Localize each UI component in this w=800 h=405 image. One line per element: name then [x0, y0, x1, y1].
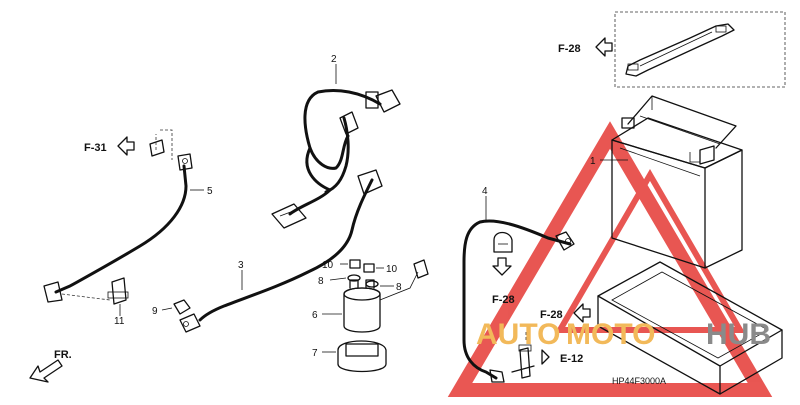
ref-label: F-28 — [492, 294, 515, 306]
bolt-top-left — [149, 134, 165, 157]
ref-label: E-12 — [560, 353, 583, 365]
leader-5: 5 — [190, 186, 213, 197]
part-number-10b: 10 — [386, 264, 398, 275]
watermark-part3: HUB — [706, 318, 771, 351]
part-number-9: 9 — [152, 306, 158, 317]
part-number-10: 10 — [322, 260, 334, 271]
nut-9: 9 — [152, 299, 191, 317]
front-label: FR. — [54, 349, 72, 361]
bolt-e12: E-12 — [511, 330, 583, 379]
starter-cable — [179, 169, 383, 333]
starter-relay: 6 — [312, 259, 429, 333]
negative-cable — [43, 129, 193, 303]
drawing-code: HP44F3000A — [612, 376, 666, 386]
part-number-7: 7 — [312, 348, 318, 359]
ref-label: F-28 — [540, 309, 563, 321]
ref-arrow-f28-tray: F-28 — [540, 303, 591, 323]
leader-3: 3 — [238, 260, 244, 290]
part-number-6: 6 — [312, 310, 318, 321]
positive-cable — [462, 219, 575, 383]
relay-holder: 7 — [312, 340, 387, 373]
watermark-part1: AUTO — [476, 318, 560, 351]
ref-arrow-f31: F-31 — [84, 136, 135, 156]
watermark-text: AUTO MOTO HUB — [476, 318, 771, 351]
front-arrow: FR. — [29, 349, 72, 383]
battery-tray — [597, 261, 783, 395]
battery-strap — [614, 11, 786, 88]
watermark-logo — [447, 121, 773, 397]
part-number-1: 1 — [590, 156, 596, 167]
bolt-11: 11 — [107, 277, 129, 327]
part-number-11: 11 — [114, 316, 125, 327]
part-number-4: 4 — [482, 186, 488, 197]
leader-2: 2 — [331, 54, 337, 84]
part-number-2: 2 — [331, 54, 337, 65]
relay-hardware: 10 10 8 8 — [318, 259, 402, 293]
wire-harness — [271, 89, 401, 229]
part-number-8: 8 — [318, 276, 324, 287]
battery — [611, 95, 743, 269]
ref-arrow-f28-mid: F-28 — [492, 257, 515, 306]
leader-1: 1 — [590, 156, 628, 167]
watermark-part2: MOTO — [566, 318, 655, 351]
part-number-3: 3 — [238, 260, 244, 271]
part-number-8b: 8 — [396, 282, 402, 293]
ref-label: F-31 — [84, 142, 107, 154]
ref-arrow-f28-top: F-28 — [558, 37, 613, 57]
leader-4: 4 — [482, 186, 488, 222]
part-number-5: 5 — [207, 186, 213, 197]
ref-label: F-28 — [558, 43, 581, 55]
